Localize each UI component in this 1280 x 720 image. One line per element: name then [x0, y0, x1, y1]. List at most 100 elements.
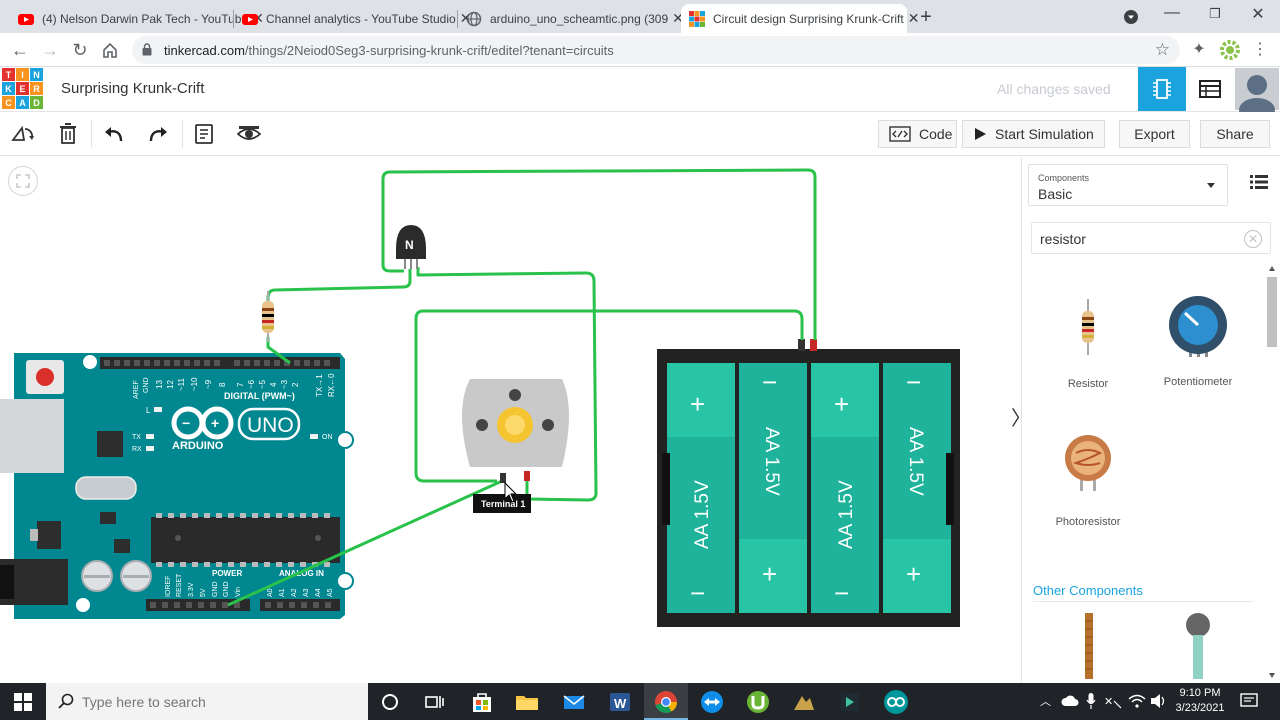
- minimize-icon[interactable]: —: [1164, 4, 1180, 21]
- pin-label: A4: [315, 588, 322, 597]
- volume-icon[interactable]: [1150, 693, 1168, 709]
- store-icon[interactable]: [468, 688, 496, 716]
- wire-motor-to-gnd[interactable]: [227, 479, 503, 607]
- file-explorer-icon[interactable]: [513, 688, 541, 716]
- design-title[interactable]: Surprising Krunk-Crift: [61, 80, 205, 97]
- delete-trash-icon[interactable]: [55, 122, 81, 146]
- component-search-input[interactable]: [1040, 229, 1240, 249]
- start-button[interactable]: [0, 683, 46, 720]
- redo-icon[interactable]: [145, 122, 171, 146]
- task-view-icon[interactable]: [420, 688, 448, 716]
- notes-icon[interactable]: [191, 122, 217, 146]
- circuit-view-button[interactable]: [1138, 67, 1186, 111]
- close-icon[interactable]: ✕: [907, 10, 920, 26]
- pin-label: A0: [267, 588, 274, 597]
- wire-battery-to-transistor[interactable]: [381, 168, 817, 340]
- arduino-brand: ARDUINO: [172, 440, 224, 452]
- wire-transistor-to-motor[interactable]: [416, 267, 598, 502]
- taskbar-search[interactable]: [46, 683, 368, 720]
- pin-label: Vin: [235, 587, 242, 597]
- chrome-icon[interactable]: [652, 688, 680, 716]
- component-resistor[interactable]: Resistor: [1038, 297, 1138, 390]
- npn-transistor[interactable]: N: [396, 225, 426, 269]
- home-icon[interactable]: [101, 41, 119, 59]
- visibility-eye-icon[interactable]: [236, 122, 262, 146]
- taskbar-clock[interactable]: 9:10 PM 3/23/2021: [1168, 686, 1232, 716]
- onedrive-icon[interactable]: [1061, 695, 1079, 707]
- language-icon[interactable]: ✕: [1104, 693, 1122, 709]
- dc-motor[interactable]: [462, 379, 569, 483]
- export-button[interactable]: Export: [1119, 120, 1190, 148]
- browser-tab-tinkercad[interactable]: Circuit design Surprising Krunk-Crift ✕: [681, 4, 919, 33]
- restore-icon[interactable]: ❐: [1209, 6, 1221, 21]
- close-icon[interactable]: ✕: [672, 10, 684, 26]
- browser-tab-image[interactable]: arduino_uno_scheamtic.png (309 ✕: [458, 4, 684, 33]
- resistor[interactable]: [262, 291, 274, 342]
- wifi-icon[interactable]: [1128, 693, 1146, 709]
- youtube-icon: [18, 13, 34, 25]
- digital-label: DIGITAL (PWM~): [224, 391, 295, 401]
- reload-icon[interactable]: ↻: [72, 40, 88, 60]
- battery-pack-4xAA[interactable]: + − − + + − − + AA 1.5V AA 1.5V AA 1.5V …: [657, 339, 960, 627]
- wire-transistor-to-resistor[interactable]: [266, 269, 412, 327]
- close-window-icon[interactable]: ✕: [1251, 6, 1265, 23]
- other-components-heading[interactable]: Other Components: [1033, 583, 1143, 598]
- dev-tool-icon[interactable]: [836, 688, 864, 716]
- list-view-icon[interactable]: [1250, 175, 1268, 189]
- mail-icon[interactable]: [560, 688, 588, 716]
- components-dropdown[interactable]: Components Basic: [1028, 164, 1228, 206]
- battery-positive-terminal[interactable]: [810, 339, 817, 351]
- forward-icon[interactable]: →: [41, 40, 59, 60]
- circuit-drawing[interactable]: DIGITAL (PWM~) AREF GND 13 12 ~11 ~10 ~9…: [0, 157, 1010, 683]
- arduino-uno-board[interactable]: DIGITAL (PWM~) AREF GND 13 12 ~11 ~10 ~9…: [0, 353, 354, 619]
- power-pin-labels: IOREF RESET 3.3V 5V GND GND Vin: [165, 573, 242, 597]
- undo-icon[interactable]: [101, 122, 127, 146]
- digital-pin-labels: 13 12 ~11 ~10 ~9 8 7 ~6 ~5 4 ~3 2 TX→1 R…: [155, 373, 336, 397]
- fit-view-button[interactable]: [8, 166, 38, 196]
- notifications-icon[interactable]: [1240, 693, 1258, 709]
- browser-tab-youtube[interactable]: (4) Nelson Darwin Pak Tech - YouTube ✕: [10, 4, 264, 33]
- close-icon[interactable]: ✕: [459, 10, 472, 26]
- utorrent-icon[interactable]: [744, 688, 772, 716]
- app-icon[interactable]: [790, 688, 818, 716]
- components-panel: Components Basic ✕ Resistor Potentiomete…: [1021, 157, 1280, 683]
- editor-toolbar: Code Start Simulation Export Share: [0, 112, 1280, 156]
- share-button[interactable]: Share: [1200, 120, 1270, 148]
- temperature-sensor-icon[interactable]: [1183, 613, 1213, 679]
- panel-scrollbar[interactable]: [1265, 263, 1279, 683]
- browser-menu-icon[interactable]: ⋮: [1252, 41, 1268, 58]
- rotate-icon[interactable]: [10, 122, 36, 146]
- url-input[interactable]: tinkercad.com/things/2Neiod0Seg3-surpris…: [132, 36, 1180, 64]
- url-path: /things/2Neiod0Seg3-surprising-krunk-cri…: [244, 43, 614, 58]
- component-potentiometer[interactable]: Potentiometer: [1148, 295, 1248, 388]
- battery-negative-terminal[interactable]: [798, 339, 805, 351]
- slide-resistor-icon[interactable]: [1082, 613, 1096, 679]
- teamviewer-icon[interactable]: [698, 688, 726, 716]
- tinkercad-logo[interactable]: T I N K E R C A D: [2, 68, 43, 110]
- component-search: ✕: [1031, 222, 1271, 254]
- new-tab-button[interactable]: +: [920, 6, 932, 28]
- extension-gear-icon[interactable]: [1219, 39, 1241, 61]
- start-simulation-button[interactable]: Start Simulation: [962, 120, 1105, 148]
- back-icon[interactable]: ←: [11, 40, 29, 60]
- clear-search-icon[interactable]: ✕: [1244, 230, 1262, 248]
- user-avatar[interactable]: [1235, 68, 1279, 122]
- circuit-canvas[interactable]: DIGITAL (PWM~) AREF GND 13 12 ~11 ~10 ~9…: [0, 157, 1032, 683]
- arduino-ide-icon[interactable]: [882, 688, 910, 716]
- taskbar-search-input[interactable]: [82, 692, 362, 712]
- microphone-icon[interactable]: [1086, 693, 1096, 709]
- bookmark-star-icon[interactable]: ☆: [1154, 40, 1170, 59]
- tab-search-icon[interactable]: [1123, 9, 1139, 25]
- pin-label: A5: [327, 588, 334, 597]
- tray-chevron-up-icon[interactable]: ︿: [1040, 696, 1051, 708]
- extensions-puzzle-icon[interactable]: ✦: [1192, 41, 1206, 58]
- code-button[interactable]: Code: [878, 120, 957, 148]
- logo-letter: K: [2, 82, 15, 95]
- word-icon[interactable]: W: [606, 688, 634, 716]
- circuit-chip-icon: [1153, 79, 1171, 99]
- wire-battery-to-motor[interactable]: [414, 309, 804, 483]
- schematic-list-button[interactable]: [1188, 67, 1232, 111]
- browser-tab-studio[interactable]: Channel analytics - YouTube Studio ✕: [234, 4, 471, 33]
- cortana-icon[interactable]: [376, 688, 404, 716]
- component-photoresistor[interactable]: Photoresistor: [1038, 433, 1138, 528]
